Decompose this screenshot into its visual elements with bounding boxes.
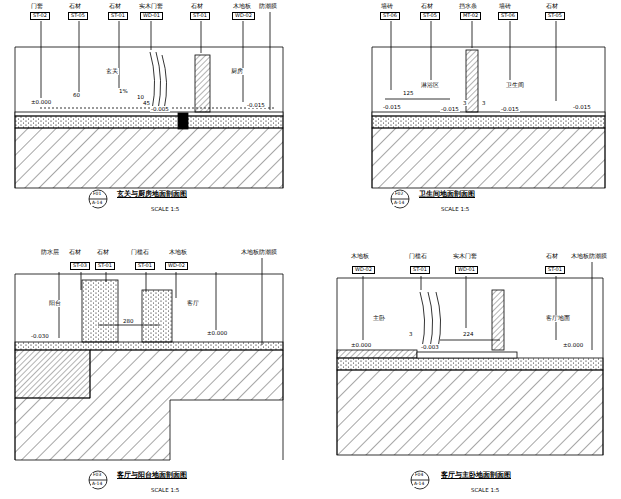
annotation: F03 [92,473,102,478]
annotation: 石材 [68,3,82,9]
material-tag: ST-01 [108,12,128,20]
annotation: -0.005 [150,106,170,112]
annotation: 厨房 [230,68,244,75]
annotation: 防潮膜 [258,3,278,9]
material-tag: WD-01 [455,266,478,274]
annotation: 门槛石 [130,249,150,255]
drawing-title: 卫生间地面剖面图 [418,191,476,199]
annotation: A-14 [91,482,103,487]
material-tag: ST-02 [30,12,50,20]
annotation: 3 [462,100,468,106]
annotation: -0.030 [30,333,50,339]
annotation: 木地板防潮膜 [570,253,608,259]
annotation: 224 [462,331,475,337]
annotation: 卫生间 [505,82,525,89]
annotation: A-14 [393,201,405,206]
annotation: ±0.000 [30,99,52,105]
annotation: 客厅 [186,300,200,307]
annotation: -0.015 [572,104,592,110]
annotation: A-14 [91,201,103,206]
annotation: 木地板 [168,249,188,255]
annotation: 主卧 [372,315,386,322]
annotation: 实木门套 [138,3,164,9]
material-tag: ST-06 [498,12,518,20]
annotation: 门套 [30,3,44,9]
annotation: 石材 [545,253,559,259]
material-tag: WD-02 [352,266,375,274]
annotation: F04 [414,473,424,478]
annotation: 3 [481,100,487,106]
annotation: -0.015 [440,106,460,112]
annotation: ±0.000 [350,342,372,348]
annotation: 280 [122,318,135,324]
drawing-title: 客厅与主卧地面剖面图 [440,472,512,480]
annotation: 石材 [420,3,434,9]
annotation: 玄关 [105,68,119,75]
drawing-title: 玄关与厨房地面剖面图 [116,191,188,199]
annotation: F02 [394,192,404,197]
annotation: -0.015 [500,106,520,112]
annotation: 石材 [545,3,559,9]
material-tag: ST-01 [95,262,115,270]
annotation: 实木门套 [452,253,478,259]
annotation: 门槛石 [408,253,428,259]
annotation: 石材 [108,3,122,9]
annotation: 石材 [190,3,204,9]
annotation: 石材 [96,249,110,255]
scale-note: SCALE 1:5 [440,206,470,212]
material-tag: ST-01 [545,266,565,274]
scale-note: SCALE 1:5 [470,487,500,493]
scale-note: SCALE 1:5 [150,487,180,493]
annotation: 阳台 [48,300,62,307]
annotation: 木地板 [232,3,252,9]
material-tag: ST-05 [545,12,565,20]
annotation: ±0.000 [562,342,584,348]
material-tag: ST-01 [190,12,210,20]
material-tag: ST-03 [70,262,90,270]
material-tag: ST-05 [68,12,88,20]
material-tag: WD-02 [232,12,255,20]
material-tag: ST-01 [410,266,430,274]
annotation: 木地板防潮膜 [240,249,278,255]
material-tag: WD-01 [140,12,163,20]
annotation: -0.015 [246,102,266,108]
material-tag: MT-02 [460,12,481,20]
annotation: 墙砖 [380,3,394,9]
material-tag: WD-02 [165,262,188,270]
annotation: 墙砖 [498,3,512,9]
annotation: 1% [118,88,129,94]
material-tag: ST-05 [420,12,440,20]
annotation: ±0.000 [206,330,228,336]
annotation: 木地板 [350,253,370,259]
annotation: 石材 [68,249,82,255]
drawing-title: 客厅与阳台地面剖面图 [116,472,188,480]
annotation: -0.003 [420,344,440,350]
annotation: F01 [92,192,102,197]
annotation: 防水层 [40,249,60,255]
annotation: 淋浴区 [420,82,440,89]
annotation: 挡水条 [458,3,478,9]
material-tag: ST-01 [135,262,155,270]
scale-note: SCALE 1:5 [150,206,180,212]
annotation: 3 [408,331,414,337]
annotation: -0.015 [382,104,402,110]
annotation: A-14 [413,482,425,487]
annotation: 客厅地面 [545,315,571,322]
material-tag: ST-06 [380,12,400,20]
annotation: 125 [402,90,415,96]
annotation: 60 [72,92,81,98]
